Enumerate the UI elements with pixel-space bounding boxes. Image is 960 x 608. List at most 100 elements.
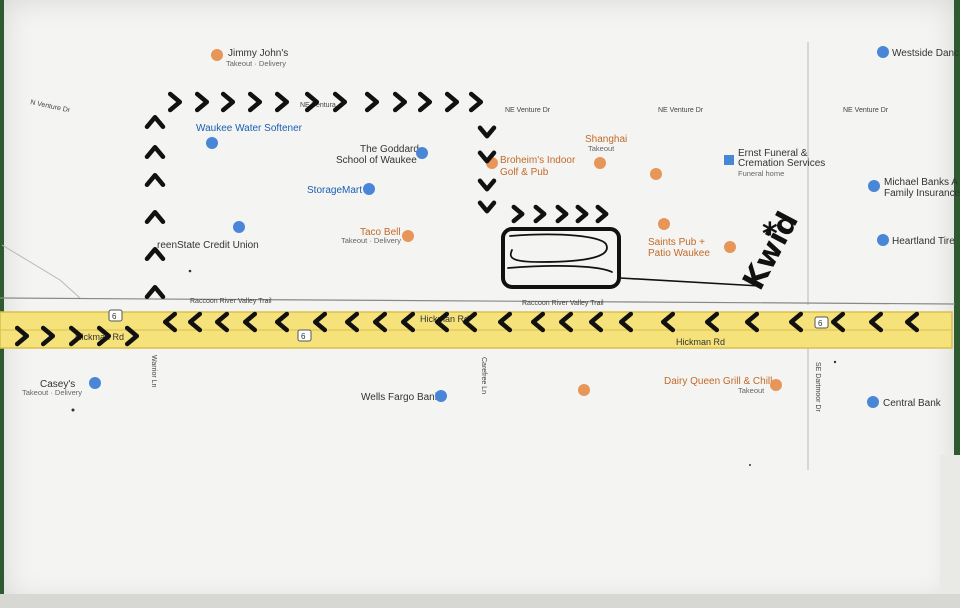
route-arrows-top xyxy=(167,91,484,113)
svg-text:Ernst Funeral &: Ernst Funeral & xyxy=(738,148,808,159)
restaurant-pin-icon xyxy=(658,218,670,230)
place-caseys[interactable]: Casey's Takeout · Delivery xyxy=(22,377,101,397)
carefree-ln-label: Carefree Ln xyxy=(480,357,487,394)
hickman-rd-label-3: Hickman Rd xyxy=(676,337,725,347)
svg-text:Westside Danc: Westside Danc xyxy=(892,48,959,59)
place-dairy-queen[interactable]: Dairy Queen Grill & Chill Takeout xyxy=(664,376,782,395)
place-saints-pub[interactable]: Saints Pub + Patio Waukee xyxy=(648,218,736,259)
route-chevron-right xyxy=(96,325,112,347)
route-chevron-right xyxy=(364,91,380,113)
route-chevron-right xyxy=(220,91,236,113)
restaurant-pin-icon xyxy=(770,379,782,391)
restaurant-pin-icon xyxy=(578,384,590,396)
place-broheims[interactable]: Broheim's Indoor Golf & Pub xyxy=(486,155,576,178)
ne-venture-dr-label-2: NE Venture Dr xyxy=(658,107,704,114)
route-chevron-left xyxy=(904,311,920,333)
storage-pin-icon xyxy=(363,183,375,195)
place-jimmy-johns[interactable]: Jimmy John's Takeout · Delivery xyxy=(211,48,288,68)
place-storagemart[interactable]: StorageMart xyxy=(307,183,375,196)
place-central-bank[interactable]: Central Bank xyxy=(867,396,942,409)
minor-roads xyxy=(1,42,809,470)
school-pin-icon xyxy=(416,147,428,159)
route-chevron-right xyxy=(194,91,210,113)
n-venture-dr-label: N Venture Dr xyxy=(30,99,72,114)
svg-text:Broheim's Indoor: Broheim's Indoor xyxy=(500,155,576,166)
route-chevron-right xyxy=(14,325,30,347)
place-shanghai[interactable]: Shanghai Takeout xyxy=(585,134,627,169)
svg-text:Patio Waukee: Patio Waukee xyxy=(648,248,710,259)
route-chevron-left xyxy=(530,311,546,333)
route-chevron-left xyxy=(868,311,884,333)
svg-text:Wells Fargo Bank: Wells Fargo Bank xyxy=(361,392,441,403)
route-chevron-left xyxy=(312,311,328,333)
route-arrows-hickman-east xyxy=(162,311,920,333)
route-chevron-left xyxy=(162,311,178,333)
route-chevron-left xyxy=(660,311,676,333)
lot-pointer-line xyxy=(619,277,761,287)
place-taco-bell[interactable]: Taco Bell Takeout · Delivery xyxy=(341,227,414,245)
route-chevron-right xyxy=(417,91,433,113)
place-westside-dance[interactable]: Westside Danc xyxy=(877,46,959,59)
svg-text:Saints Pub +: Saints Pub + xyxy=(648,237,705,248)
svg-text:Michael Banks A: Michael Banks A xyxy=(884,177,958,188)
route-6-badge-east: 6 xyxy=(814,316,829,329)
bank-pin-icon xyxy=(233,221,245,233)
bank-pin-icon xyxy=(867,396,879,408)
raccoon-trail-line xyxy=(0,297,956,305)
svg-text:6: 6 xyxy=(112,312,117,321)
svg-text:Jimmy John's: Jimmy John's xyxy=(228,48,288,59)
marked-parking-lot xyxy=(501,227,761,289)
route-chevron-left xyxy=(400,311,416,333)
route-arrows-left-column xyxy=(144,114,166,300)
svg-text:Waukee Water Softener: Waukee Water Softener xyxy=(196,123,303,134)
restaurant-pin-icon xyxy=(650,168,662,180)
restaurant-pin-icon xyxy=(594,157,606,169)
funeral-home-icon xyxy=(724,155,734,165)
shop-pin-icon xyxy=(206,137,218,149)
svg-text:Cremation Services: Cremation Services xyxy=(738,158,825,169)
restaurant-pin-icon xyxy=(211,49,223,61)
route-chevron-right xyxy=(595,204,609,224)
restaurant-pin-icon xyxy=(402,230,414,242)
route-arrows-hickman-west xyxy=(14,325,140,347)
insurance-pin-icon xyxy=(868,180,880,192)
svg-text:6: 6 xyxy=(818,319,823,328)
route-chevron-left xyxy=(214,311,230,333)
svg-text:Golf & Pub: Golf & Pub xyxy=(500,167,549,178)
svg-text:reenState Credit Union: reenState Credit Union xyxy=(157,240,259,251)
place-heartland-tire[interactable]: Heartland Tire xyxy=(877,234,955,247)
route-6-badge-west: 6 xyxy=(108,309,123,322)
route-chevron-right xyxy=(40,325,56,347)
place-wells-fargo[interactable]: Wells Fargo Bank xyxy=(361,390,447,403)
paper-edge xyxy=(940,455,960,595)
dance-pin-icon xyxy=(877,46,889,58)
raccoon-trail-label-2: Raccoon River Valley Trail xyxy=(522,300,604,307)
route-chevron-left xyxy=(788,311,804,333)
lot-scribble xyxy=(507,233,613,273)
route-chevron-right xyxy=(274,91,290,113)
annotation-kwid: Kwid xyxy=(736,206,806,295)
place-michael-banks[interactable]: Michael Banks A Family Insurance xyxy=(868,177,960,199)
route-chevron-left xyxy=(618,311,634,333)
hickman-rd-label-1: Hickman Rd xyxy=(420,314,469,324)
gas-station-pin-icon xyxy=(89,377,101,389)
route-chevron-up xyxy=(144,114,166,130)
route-chevron-left xyxy=(372,311,388,333)
place-waukee-water-softener[interactable]: Waukee Water Softener xyxy=(196,123,303,149)
route-chevron-right xyxy=(167,91,183,113)
svg-text:6: 6 xyxy=(301,332,306,341)
bank-pin-icon xyxy=(435,390,447,402)
place-goddard-school[interactable]: The Goddard School of Waukee xyxy=(336,144,428,166)
route-chevron-left xyxy=(187,311,203,333)
route-chevron-right xyxy=(468,91,484,113)
se-dartmoor-label: SE Dartmoor Dr xyxy=(814,362,821,412)
restaurant-pin-icon xyxy=(724,241,736,253)
lot-outline xyxy=(501,227,621,289)
place-ernst-funeral[interactable]: Ernst Funeral & Cremation Services Funer… xyxy=(724,148,825,178)
svg-text:Family Insurance: Family Insurance xyxy=(884,188,960,199)
place-greenstate[interactable]: reenState Credit Union xyxy=(157,221,259,251)
ink-specks xyxy=(71,269,837,466)
route-chevron-right xyxy=(392,91,408,113)
svg-text:Takeout: Takeout xyxy=(588,144,615,153)
